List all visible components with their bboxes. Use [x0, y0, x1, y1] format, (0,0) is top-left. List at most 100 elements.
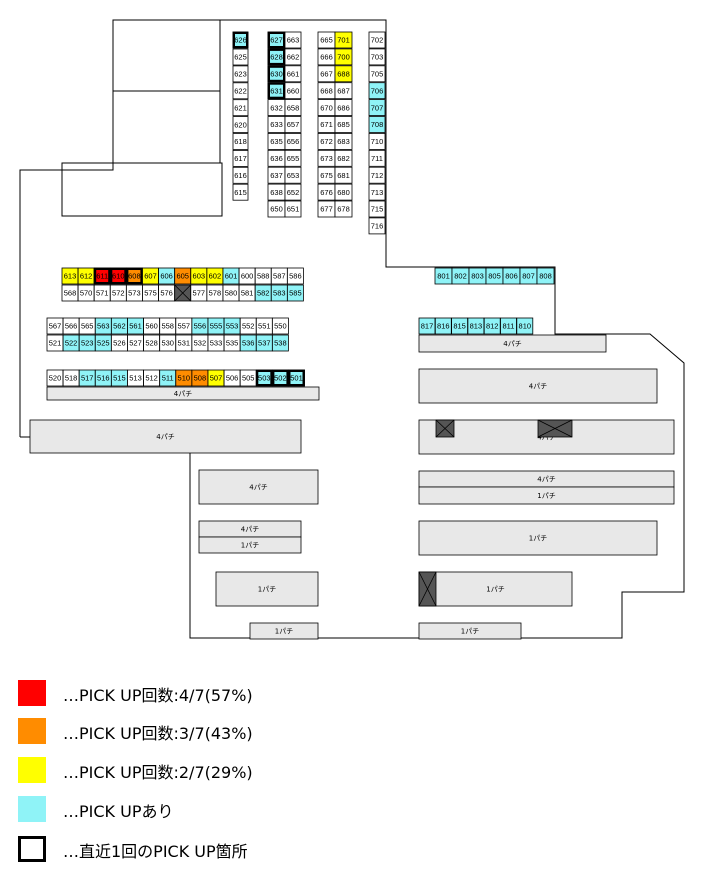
machine-cell: 637 — [267, 166, 286, 184]
machine-cell: 503 — [255, 369, 273, 387]
machine-cell: 677 — [317, 200, 336, 218]
machine-cell: 810 — [516, 317, 534, 335]
machine-number: 607 — [144, 272, 157, 281]
machine-cell: 617 — [232, 149, 249, 167]
legend-swatch-cyan — [18, 796, 46, 822]
machine-cell-box — [284, 183, 302, 201]
machine-number: 812 — [486, 322, 499, 331]
machine-number: 583 — [273, 289, 286, 298]
machine-number: 518 — [65, 374, 78, 383]
machine-cell: 506 — [223, 369, 241, 387]
machine-number: 577 — [193, 289, 206, 298]
machine-number: 670 — [320, 103, 333, 112]
machine-number: 528 — [145, 339, 158, 348]
machine-number: 562 — [113, 322, 126, 331]
machine-number: 580 — [225, 289, 238, 298]
recent-pickup-outline — [267, 31, 286, 49]
machine-cell: 531 — [175, 334, 193, 352]
machine-number: 558 — [161, 322, 174, 331]
machine-cell: 568 — [61, 284, 79, 302]
machine-cell: 808 — [536, 267, 555, 285]
machine-cell: 572 — [109, 284, 127, 302]
machine-cell: 538 — [271, 334, 289, 352]
machine-block-label: 1パチ — [241, 542, 259, 550]
machine-cell: 588 — [254, 267, 272, 285]
machine-cell: 650 — [267, 200, 286, 218]
machine-number: 701 — [337, 36, 350, 45]
machine-number: 630 — [270, 70, 283, 79]
machine-number: 617 — [234, 154, 247, 163]
machine-cell: 706 — [368, 82, 386, 100]
machine-block: 4パチ — [418, 334, 607, 353]
machine-cell: 700 — [334, 48, 353, 66]
machine-cell: 625 — [232, 48, 249, 66]
machine-number: 510 — [178, 374, 191, 383]
machine-cell: 573 — [126, 284, 143, 302]
machine-block-label: 4パチ — [537, 476, 555, 484]
machine-number: 606 — [160, 272, 173, 281]
machine-cell-box — [334, 149, 353, 167]
machine-cell-box — [334, 48, 353, 66]
machine-cell: 580 — [222, 284, 240, 302]
machine-number: 506 — [226, 374, 239, 383]
machine-number: 515 — [113, 374, 126, 383]
machine-number: 573 — [128, 289, 141, 298]
machine-block: 1パチ — [418, 486, 675, 505]
machine-cell: 688 — [334, 65, 353, 83]
machine-cell-box — [368, 132, 386, 150]
machine-number: 556 — [194, 322, 207, 331]
machine-number: 811 — [503, 322, 515, 331]
machine-number: 672 — [320, 137, 333, 146]
machine-cell-box — [368, 217, 386, 235]
machine-cell: 716 — [368, 217, 386, 235]
machine-cell-box — [368, 200, 386, 218]
machine-number: 685 — [337, 120, 350, 129]
machine-cell: 663 — [284, 31, 302, 49]
machine-cell: 806 — [502, 267, 521, 285]
machine-number: 675 — [320, 171, 333, 180]
machine-number: 535 — [226, 339, 239, 348]
machine-cell: 510 — [175, 369, 193, 387]
machine-cell-box — [368, 166, 386, 184]
machine-cell: 582 — [254, 284, 272, 302]
recent-pickup-outline — [125, 267, 143, 285]
machine-number: 517 — [81, 374, 94, 383]
machine-cell: 680 — [334, 183, 353, 201]
recent-pickup-outline — [267, 82, 286, 100]
machine-block-label: 4パチ — [249, 484, 267, 492]
machine-cell: 530 — [159, 334, 177, 352]
machine-cell: 683 — [334, 132, 353, 150]
machine-cell: 630 — [267, 65, 286, 83]
machine-number: 538 — [274, 339, 287, 348]
machine-cell: 676 — [317, 183, 336, 201]
machine-cell: 502 — [271, 369, 289, 387]
machine-number: 563 — [97, 322, 110, 331]
machine-cell: 628 — [267, 48, 286, 66]
machine-block-label: 4パチ — [156, 433, 174, 441]
machine-block: 1パチ — [198, 536, 302, 554]
machine-number: 700 — [337, 53, 350, 62]
machine-number: 550 — [274, 322, 287, 331]
machine-cell: 578 — [206, 284, 224, 302]
machine-number: 806 — [505, 272, 518, 281]
machine-number: 605 — [176, 272, 189, 281]
machine-cell: 515 — [111, 369, 128, 387]
machine-cell: 657 — [284, 116, 302, 133]
machine-cell: 508 — [191, 369, 209, 387]
machine-block-label: 1パチ — [486, 586, 504, 594]
machine-cell: 511 — [159, 369, 177, 387]
legend-swatch-red — [18, 680, 46, 706]
machine-cell-box — [284, 149, 302, 167]
machine-cell-box — [284, 116, 302, 133]
machine-cell-box — [516, 317, 534, 335]
machine-cell: 621 — [232, 99, 249, 117]
machine-cell: 705 — [368, 65, 386, 83]
legend-swatch-outline — [18, 836, 46, 862]
machine-number: 508 — [194, 374, 207, 383]
machine-cell: 658 — [284, 99, 302, 116]
machine-cell-box — [286, 284, 304, 302]
machine-number: 627 — [270, 36, 283, 45]
machine-number: 587 — [273, 272, 286, 281]
machine-cell: 713 — [368, 183, 386, 201]
